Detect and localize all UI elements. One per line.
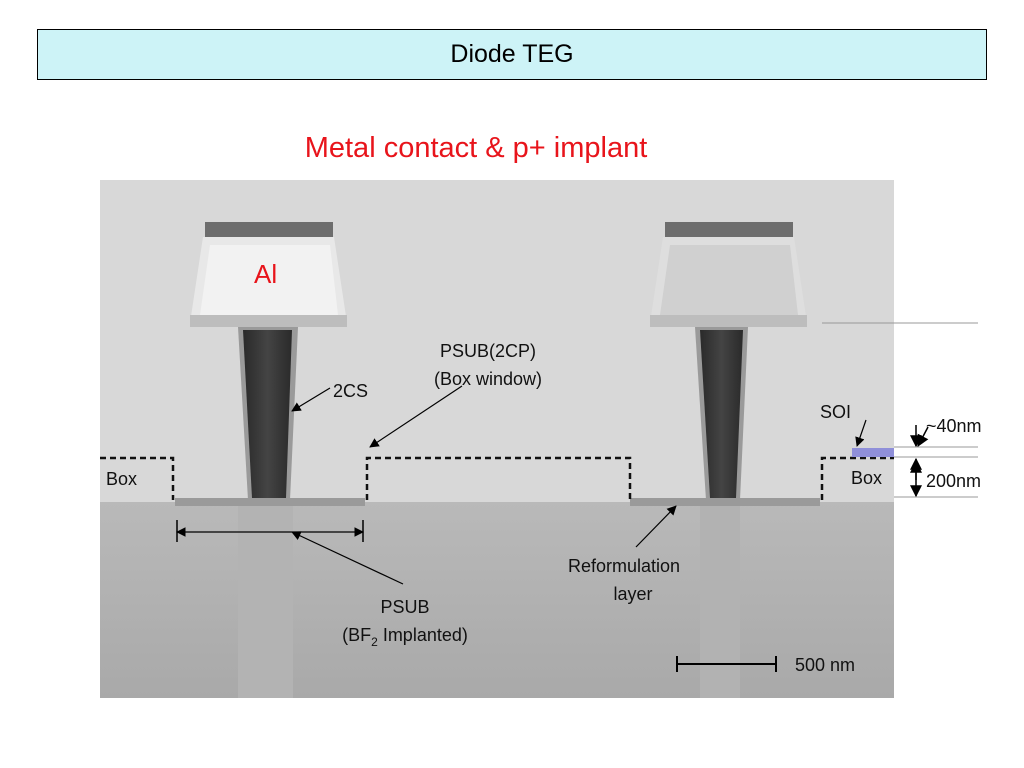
- soi-layer: [852, 448, 894, 457]
- label-reformulation: Reformulation: [568, 556, 680, 576]
- al-contact-right: [650, 222, 807, 500]
- label-box-right: Box: [851, 468, 882, 488]
- substrate-streak: [238, 505, 293, 698]
- label-2cs: 2CS: [333, 381, 368, 401]
- width-bracket: [176, 520, 364, 542]
- reformulation-layer: [630, 498, 820, 506]
- reformulation-layer: [175, 498, 365, 506]
- scale-bar: [676, 656, 777, 672]
- label-box-window: (Box window): [434, 369, 542, 389]
- slide-title: Diode TEG: [450, 40, 574, 68]
- label-psub: PSUB: [380, 597, 429, 617]
- annotation-arrows: [176, 385, 867, 585]
- label-al: Al: [254, 259, 277, 289]
- substrate-streak: [700, 505, 740, 698]
- box-outline: [100, 456, 894, 500]
- label-box-left: Box: [106, 469, 137, 489]
- label-psub-2cp: PSUB(2CP): [440, 341, 536, 361]
- label-200nm: 200nm: [926, 471, 981, 491]
- slide-title-box: Diode TEG: [37, 29, 987, 80]
- label-soi: SOI: [820, 402, 851, 422]
- label-layer: layer: [613, 584, 652, 604]
- slide-subtitle-text: Metal contact & p+ implant: [304, 132, 648, 164]
- label-bf2-implanted: (BF2 Implanted): [342, 625, 468, 649]
- label-scale: 500 nm: [795, 655, 855, 675]
- slide-subtitle: Metal contact & p+ implant: [0, 132, 1024, 165]
- dimension-guides: [822, 322, 978, 498]
- label-40nm: ~40nm: [926, 416, 982, 436]
- al-contact-left: [190, 222, 347, 500]
- dimension-arrows: [910, 425, 929, 498]
